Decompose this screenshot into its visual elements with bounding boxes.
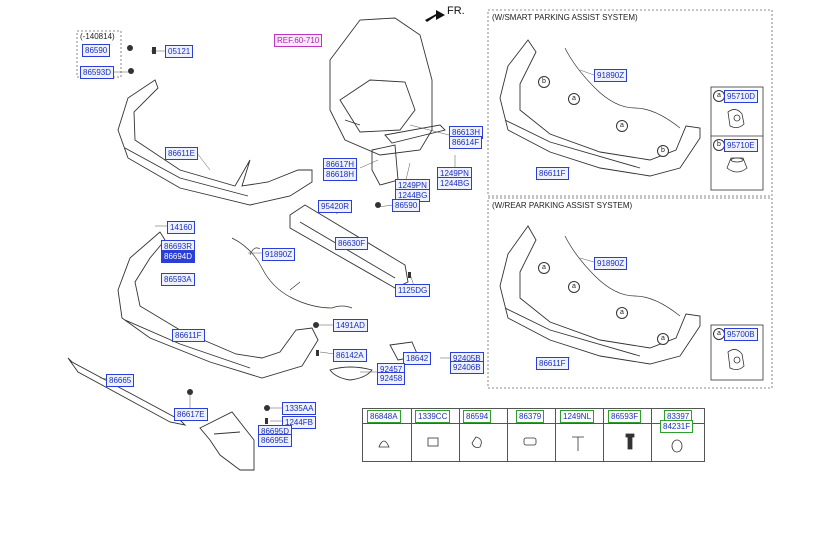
table-icon-1339cc bbox=[427, 437, 439, 447]
part-label-1125dg[interactable]: 1125DG bbox=[395, 284, 431, 297]
screw-86142a-icon bbox=[316, 350, 319, 356]
note-code: (-140814) bbox=[80, 32, 115, 41]
part-label-86590-b[interactable]: 86590 bbox=[392, 199, 421, 212]
rear-label-91890z[interactable]: 91890Z bbox=[594, 257, 628, 270]
part-label-86617e[interactable]: 86617E bbox=[174, 408, 208, 421]
screw-1491ad-icon bbox=[313, 322, 319, 328]
table-icon-83397 bbox=[671, 439, 683, 453]
part-label-92406b[interactable]: 92406B bbox=[450, 361, 484, 374]
ref-label[interactable]: REF.60-710 bbox=[274, 34, 323, 47]
screw-1335aa-icon bbox=[264, 405, 270, 411]
part-label-86611f[interactable]: 86611F bbox=[172, 329, 205, 342]
smart-callout-letter-a: a bbox=[713, 90, 725, 102]
parts-table bbox=[362, 408, 705, 462]
part-label-86695e[interactable]: 86695E bbox=[258, 434, 292, 447]
rear-label-86611f[interactable]: 86611F bbox=[536, 357, 569, 370]
rear-marker-a-3: a bbox=[616, 307, 628, 319]
sensor-95700b-icon bbox=[727, 349, 745, 370]
diffuser-drawing bbox=[67, 357, 187, 426]
clip-86617e-icon bbox=[187, 389, 193, 395]
table-icon-1249nl bbox=[572, 436, 584, 451]
table-header-84231f[interactable]: 84231F bbox=[660, 420, 694, 433]
smart-marker-b-1: b bbox=[538, 76, 550, 88]
part-label-86630f[interactable]: 86630F bbox=[335, 237, 369, 250]
body-quarter-drawing bbox=[329, 17, 433, 156]
part-label-92458[interactable]: 92458 bbox=[377, 372, 406, 385]
rear-callout-part-95700b[interactable]: 95700B bbox=[724, 328, 758, 341]
part-label-18642[interactable]: 18642 bbox=[403, 352, 432, 365]
part-label-05121[interactable]: 05121 bbox=[165, 45, 194, 58]
smart-panel-title: (W/SMART PARKING ASSIST SYSTEM) bbox=[492, 13, 638, 22]
table-icon-86594 bbox=[471, 436, 482, 448]
part-label-86618h[interactable]: 86618H bbox=[323, 168, 358, 181]
sensor-95710d-icon bbox=[727, 109, 745, 128]
fr-label: FR. bbox=[447, 5, 465, 17]
part-label-86614f[interactable]: 86614F bbox=[449, 136, 483, 149]
smart-callout-part-95710e[interactable]: 95710E bbox=[724, 139, 758, 152]
lower-bumper-drawing bbox=[117, 231, 319, 379]
rear-marker-a-4: a bbox=[657, 333, 669, 345]
smart-callout-frame bbox=[710, 86, 764, 191]
part-label-14160[interactable]: 14160 bbox=[167, 221, 196, 234]
part-label-86611e[interactable]: 86611E bbox=[165, 147, 198, 160]
part-label-1491ad[interactable]: 1491AD bbox=[333, 319, 368, 332]
table-icon-86848a bbox=[378, 440, 390, 448]
part-label-86694d[interactable]: 86694D bbox=[161, 250, 196, 263]
table-icon-86379 bbox=[523, 437, 537, 446]
rear-marker-a-2: a bbox=[568, 281, 580, 293]
smart-callout-part-95710d[interactable]: 95710D bbox=[724, 90, 759, 103]
smart-marker-b-2: b bbox=[657, 145, 669, 157]
smart-marker-a-2: a bbox=[616, 120, 628, 132]
rear-callout-frame bbox=[710, 324, 764, 381]
table-icon-86593f bbox=[625, 433, 635, 450]
sensor-95710e-icon bbox=[726, 157, 748, 173]
smart-marker-a-1: a bbox=[568, 93, 580, 105]
reflector-drawing bbox=[329, 366, 373, 381]
rear-panel-bumper-drawing bbox=[499, 225, 701, 365]
front-arrow-icon bbox=[425, 10, 445, 22]
table-header-86848a[interactable]: 86848A bbox=[367, 410, 401, 423]
table-header-86379[interactable]: 86379 bbox=[516, 410, 545, 423]
part-label-86142a[interactable]: 86142A bbox=[333, 349, 367, 362]
clip-86590-lower-icon bbox=[375, 202, 381, 208]
clip-86590-icon bbox=[127, 45, 133, 51]
smart-label-86611f[interactable]: 86611F bbox=[536, 167, 569, 180]
screw-1244fb-icon bbox=[265, 418, 268, 424]
rear-panel-frame bbox=[487, 197, 773, 389]
bolt-1125dg-icon bbox=[408, 272, 411, 278]
rear-panel-title: (W/REAR PARKING ASSIST SYSTEM) bbox=[492, 201, 633, 210]
part-label-95420r[interactable]: 95420R bbox=[318, 200, 353, 213]
part-label-1244bg-b[interactable]: 1244BG bbox=[437, 177, 473, 190]
table-header-86593f[interactable]: 86593F bbox=[608, 410, 642, 423]
part-label-1335aa[interactable]: 1335AA bbox=[282, 402, 317, 415]
smart-label-91890z[interactable]: 91890Z bbox=[594, 69, 628, 82]
upper-bumper-drawing bbox=[117, 79, 313, 206]
clip-86593d-icon bbox=[128, 68, 134, 74]
part-label-86593a[interactable]: 86593A bbox=[161, 273, 195, 286]
splash-shield-drawing bbox=[199, 411, 255, 471]
bracket-drawing bbox=[289, 124, 446, 289]
smart-panel-bumper-drawing bbox=[499, 39, 701, 177]
part-label-86665[interactable]: 86665 bbox=[106, 374, 135, 387]
table-header-1339cc[interactable]: 1339CC bbox=[415, 410, 451, 423]
part-label-86590[interactable]: 86590 bbox=[82, 44, 111, 57]
wiring-harness-drawing bbox=[231, 237, 353, 309]
smart-panel-frame bbox=[487, 9, 773, 197]
part-label-86593d[interactable]: 86593D bbox=[80, 66, 115, 79]
table-header-1249nl[interactable]: 1249NL bbox=[560, 410, 595, 423]
screw-05121-icon bbox=[152, 47, 156, 54]
rear-marker-a-1: a bbox=[538, 262, 550, 274]
table-header-86594[interactable]: 86594 bbox=[463, 410, 492, 423]
part-label-91890z[interactable]: 91890Z bbox=[262, 248, 296, 261]
